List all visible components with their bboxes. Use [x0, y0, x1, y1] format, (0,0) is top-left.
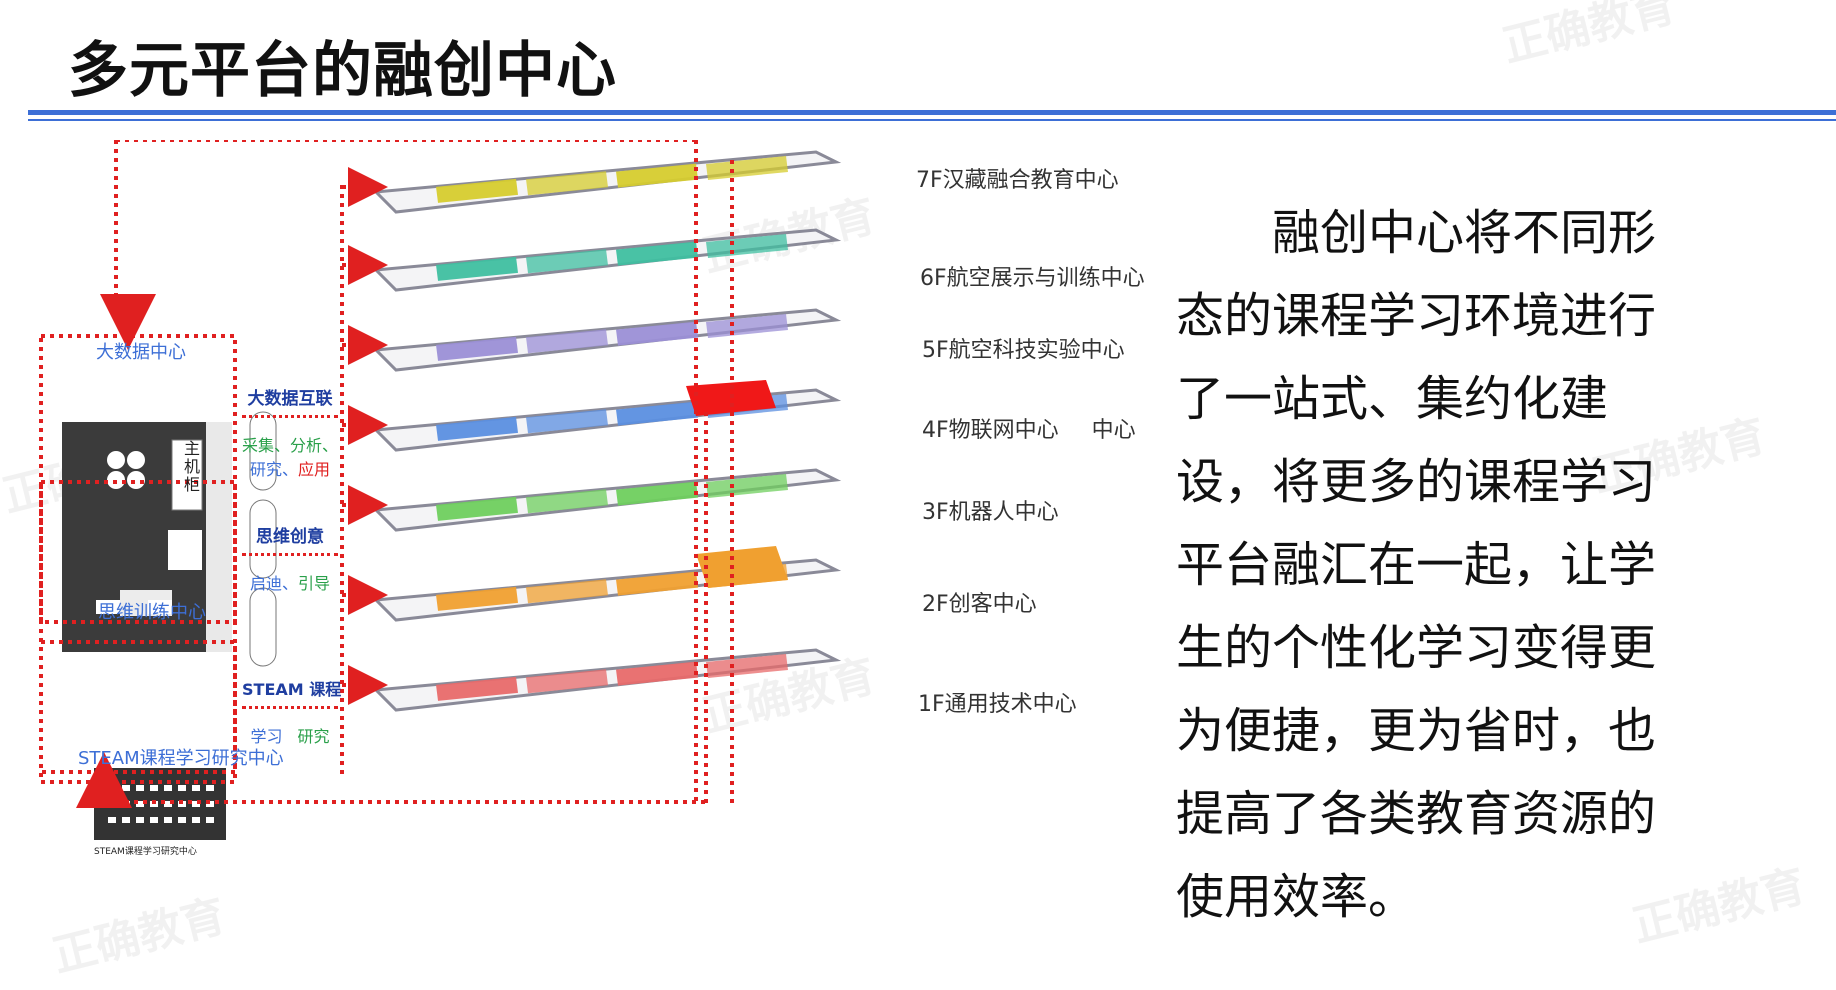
floor-room — [526, 249, 608, 274]
connector-arrow — [242, 415, 338, 428]
connector-text: 研究 — [297, 727, 330, 746]
title-underline-thin — [28, 119, 1836, 121]
floor-room — [616, 401, 698, 426]
big-data-frame — [39, 334, 237, 624]
watermark: 正确教育 — [1497, 0, 1681, 73]
floor-room-highlight — [696, 546, 788, 588]
description-paragraph: 融创中心将不同形态的课程学习环境进行了一站式、集约化建设，将更多的课程学习平台融… — [1176, 205, 1657, 925]
thinking-center-label: 思维训练中心 — [98, 602, 206, 623]
floor-plan-diagram: 7F汉藏融合教育中心 6F航空展示与训练中心 5F航空科技实验中心 4F物联网中… — [36, 140, 1145, 990]
floor-room — [436, 416, 518, 441]
floor-room — [526, 579, 608, 604]
steam-inner-label: STEAM课程学习研究中心 — [94, 847, 197, 857]
floor-room — [706, 473, 788, 498]
floor-room — [616, 661, 698, 686]
connector-title: 大数据互联 — [247, 389, 333, 409]
floor-label-4f-extra: 中心 — [1091, 418, 1136, 443]
floor-room — [616, 241, 698, 266]
floor-room — [526, 669, 608, 694]
connector-text: 采集、 — [242, 436, 291, 455]
floor-label-7f: 7F汉藏融合教育中心 — [916, 168, 1119, 193]
floor-room — [706, 233, 788, 258]
connector-title: STEAM 课程 — [242, 680, 342, 699]
connector-text: 研究、 — [249, 460, 298, 479]
floor-room — [436, 336, 518, 361]
floor-label-4f-main: 4F物联网中心 — [922, 418, 1059, 443]
floor-room — [436, 586, 518, 611]
floor-room — [706, 653, 788, 678]
connector-steam: STEAM 课程 学习 研究 — [242, 676, 342, 747]
thinking-frame — [39, 480, 237, 784]
floor-room — [706, 155, 788, 180]
floor-room — [526, 171, 608, 196]
floor-room — [526, 329, 608, 354]
connector-arrow — [242, 553, 338, 566]
floor-label-5f: 5F航空科技实验中心 — [922, 338, 1125, 363]
big-data-center-panel — [62, 411, 277, 667]
floor-room — [436, 496, 518, 521]
connector-text: 启迪、 — [249, 574, 298, 593]
connector-thinking: 思维创意 启迪、引导 — [242, 522, 338, 594]
floor-room — [526, 489, 608, 514]
floor-stack — [342, 150, 842, 712]
floor-room — [706, 313, 788, 338]
floor-room — [616, 321, 698, 346]
connector-text: 应用 — [298, 460, 331, 479]
connector-text: 学习 — [250, 727, 283, 746]
page-title: 多元平台的融创中心 — [68, 36, 617, 106]
connector-text: 分析、 — [290, 436, 339, 455]
floor-label-1f: 1F通用技术中心 — [918, 692, 1077, 717]
connector-big-data: 大数据互联 采集、分析、 研究、应用 — [242, 384, 338, 480]
floor-room — [616, 163, 698, 188]
floor-room — [436, 676, 518, 701]
floor-label-3f: 3F机器人中心 — [922, 500, 1059, 525]
floor-room — [616, 481, 698, 506]
floor-label-6f: 6F航空展示与训练中心 — [920, 266, 1145, 291]
floor-room — [526, 409, 608, 434]
floor-room — [616, 571, 698, 596]
floor-room — [436, 178, 518, 203]
connector-text: 引导 — [298, 574, 331, 593]
floor-room — [436, 256, 518, 281]
connector-arrow — [242, 706, 338, 719]
cabinet-label: 主机柜 — [184, 439, 201, 494]
steam-center-label: STEAM课程学习研究中心 — [78, 748, 284, 769]
big-data-center-label: 大数据中心 — [96, 342, 186, 363]
connector-title: 思维创意 — [256, 527, 324, 547]
title-underline — [28, 110, 1836, 115]
floor-label-4f: 4F物联网中心 中心 — [922, 412, 1136, 444]
floor-label-2f: 2F创客中心 — [922, 592, 1037, 617]
